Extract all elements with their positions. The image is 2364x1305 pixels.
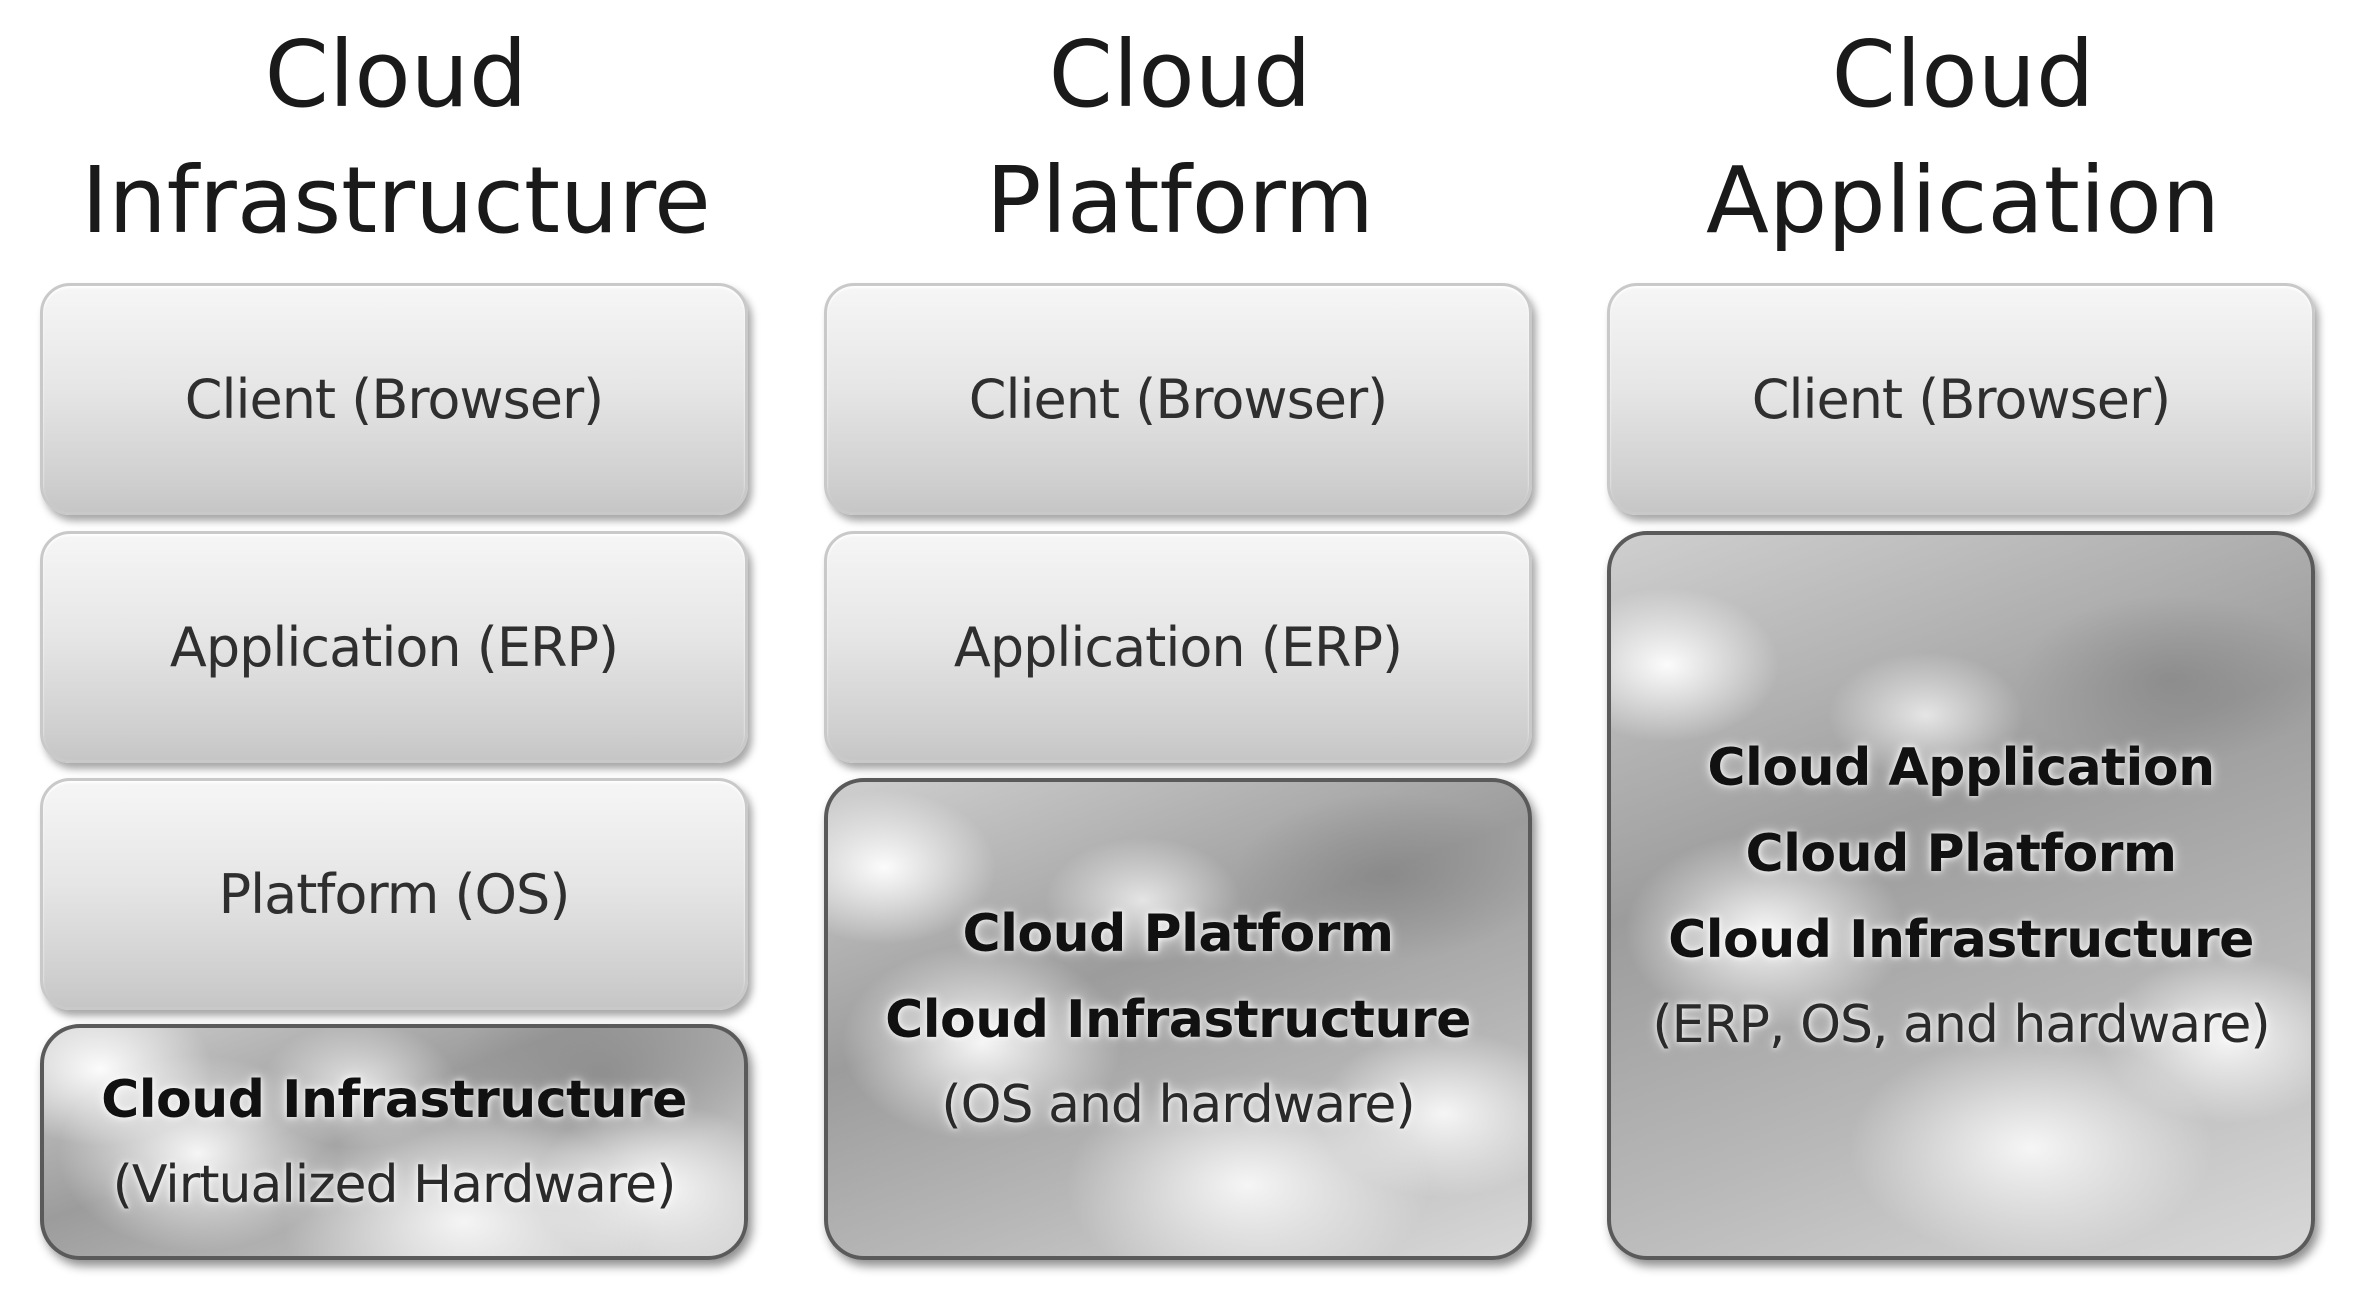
layer-client: Client (Browser) bbox=[824, 283, 1532, 515]
column-cloud-application: Cloud Application Client (Browser) Cloud… bbox=[1603, 0, 2323, 1305]
heading-line: Cloud bbox=[1048, 21, 1312, 128]
column-heading: Cloud Application bbox=[1603, 12, 2323, 254]
heading-line: Infrastructure bbox=[81, 147, 711, 254]
heading-line: Cloud bbox=[1831, 21, 2095, 128]
layer-platform: Platform (OS) bbox=[40, 778, 748, 1010]
heading-line: Platform bbox=[986, 147, 1374, 254]
cloud-sub-line: (OS and hardware) bbox=[941, 1075, 1415, 1135]
cloud-bold-line: Cloud Infrastructure bbox=[101, 1070, 687, 1130]
cloud-bold-line: Cloud Infrastructure bbox=[885, 990, 1471, 1050]
cloud-bold-line: Cloud Application bbox=[1707, 737, 2215, 798]
cloud-bold-line: Cloud Platform bbox=[962, 904, 1394, 964]
heading-line: Application bbox=[1705, 147, 2221, 254]
layer-client: Client (Browser) bbox=[1607, 283, 2315, 515]
layer-client: Client (Browser) bbox=[40, 283, 748, 515]
column-cloud-platform: Cloud Platform Client (Browser) Applicat… bbox=[820, 0, 1540, 1305]
cloud-sub-line: (ERP, OS, and hardware) bbox=[1652, 994, 2270, 1055]
cloud-block: Cloud Application Cloud Platform Cloud I… bbox=[1607, 531, 2315, 1260]
cloud-bold-line: Cloud Platform bbox=[1745, 823, 2177, 884]
column-cloud-infrastructure: Cloud Infrastructure Client (Browser) Ap… bbox=[36, 0, 756, 1305]
cloud-block: Cloud Infrastructure (Virtualized Hardwa… bbox=[40, 1024, 748, 1260]
layer-application: Application (ERP) bbox=[824, 531, 1532, 763]
layer-application: Application (ERP) bbox=[40, 531, 748, 763]
cloud-block: Cloud Platform Cloud Infrastructure (OS … bbox=[824, 778, 1532, 1260]
column-heading: Cloud Platform bbox=[820, 12, 1540, 254]
cloud-sub-line: (Virtualized Hardware) bbox=[112, 1155, 677, 1215]
column-heading: Cloud Infrastructure bbox=[36, 12, 756, 254]
cloud-bold-line: Cloud Infrastructure bbox=[1668, 909, 2254, 970]
heading-line: Cloud bbox=[264, 21, 528, 128]
